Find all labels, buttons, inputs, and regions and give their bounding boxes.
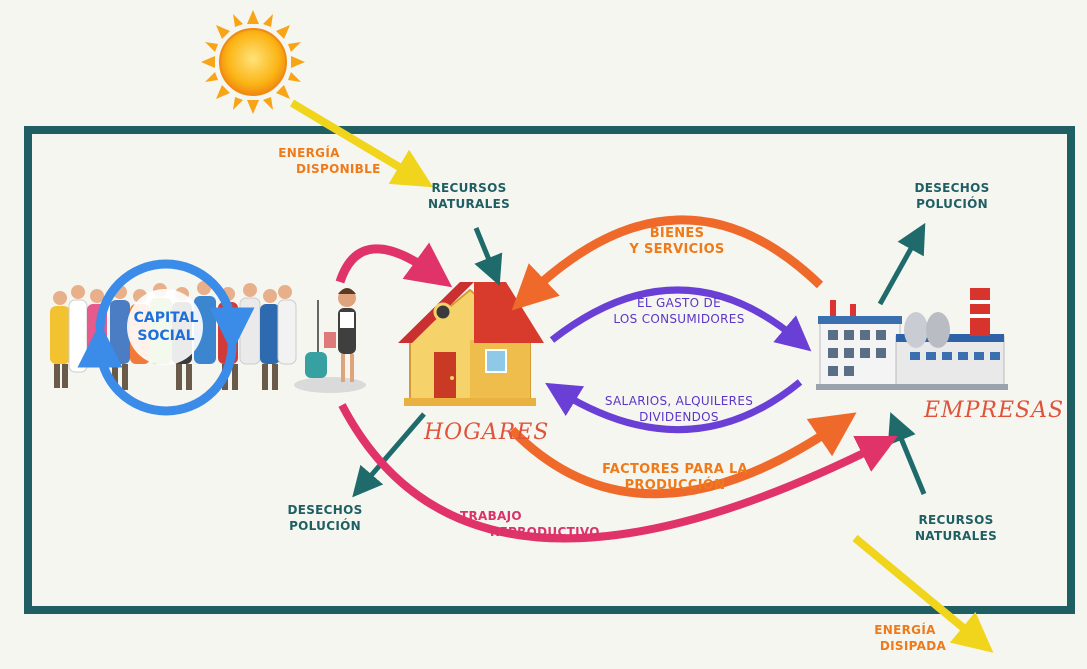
bienes-line1: BIENES xyxy=(649,226,705,241)
salarios-label: SALARIOS, ALQUILERES DIVIDENDOS xyxy=(584,393,774,425)
energia-disipada-line1: ENERGÍA xyxy=(874,623,936,637)
trabajo-line1: TRABAJO xyxy=(460,509,522,523)
trabajo-line2: REPRODUCTIVO xyxy=(490,525,600,539)
empresas-to-desechos-arrow xyxy=(877,222,926,306)
factory-icon xyxy=(816,288,1008,390)
gasto-line1: EL GASTO DE xyxy=(637,296,721,310)
desechos-bottom-line1: DESECHOS xyxy=(287,503,363,517)
recursos-bottom-line1: RECURSOS xyxy=(918,513,994,527)
recursos-top-line1: RECURSOS xyxy=(431,181,507,195)
desechos-top-line2: POLUCIÓN xyxy=(916,197,988,211)
gasto-consumidores-arrow xyxy=(549,286,812,352)
salarios-line2: DIVIDENDOS xyxy=(639,410,719,424)
salarios-arrow xyxy=(545,379,803,434)
capital-cycle-arrow-bottom xyxy=(77,322,237,416)
recursos-naturales-bottom-label: RECURSOS NATURALES xyxy=(904,512,1008,544)
recursos-to-hogares-arrow xyxy=(473,227,503,286)
energia-disponible-line1: ENERGÍA xyxy=(278,146,340,160)
capital-cycle-arrow-top xyxy=(95,259,255,353)
energia-disipada-line2: DISIPADA xyxy=(879,639,947,653)
sun-icon xyxy=(201,10,305,114)
salarios-line1: SALARIOS, ALQUILERES xyxy=(604,394,754,408)
bienes-line2: Y SERVICIOS xyxy=(629,242,725,257)
recursos-top-line2: NATURALES xyxy=(427,197,511,211)
factores-produccion-arrow xyxy=(508,412,857,499)
factores-line2: PRODUCCIÓN xyxy=(624,478,726,493)
housework-person-icon xyxy=(294,288,366,393)
empresas-title: EMPRESAS xyxy=(924,398,1065,423)
energy-out-arrow xyxy=(852,534,994,653)
hogares-title: HOGARES xyxy=(424,420,550,445)
bienes-servicios-arrow xyxy=(511,215,824,311)
energia-disponible-line2: DISPONIBLE xyxy=(296,162,381,176)
capital-line1: CAPITAL xyxy=(133,310,199,326)
desechos-bottom-line2: POLUCIÓN xyxy=(289,519,361,533)
system-boundary-frame xyxy=(24,126,1075,614)
capital-social-badge xyxy=(127,289,203,365)
desechos-top-label: DESECHOS POLUCIÓN xyxy=(910,180,994,212)
housework-to-hogares-arrow xyxy=(335,242,453,288)
capital-line2: SOCIAL xyxy=(137,328,195,344)
energy-in-arrow xyxy=(289,99,434,188)
recursos-bottom-line2: NATURALES xyxy=(914,529,998,543)
trabajo-reproductivo-label: TRABAJO REPRODUCTIVO xyxy=(444,508,604,540)
capital-social-label: CAPITAL SOCIAL xyxy=(125,309,207,345)
factores-line1: FACTORES PARA LA xyxy=(602,462,748,477)
recursos-naturales-top-label: RECURSOS NATURALES xyxy=(414,180,524,212)
energia-disponible-label: ENERGÍA DISPONIBLE xyxy=(268,145,381,177)
factores-produccion-label: FACTORES PARA LA PRODUCCIÓN xyxy=(590,462,760,494)
gasto-consumidores-label: EL GASTO DE LOS CONSUMIDORES xyxy=(594,295,764,327)
desechos-top-line1: DESECHOS xyxy=(914,181,990,195)
house-icon xyxy=(398,282,544,406)
energia-disipada-label: ENERGÍA DISIPADA xyxy=(862,622,948,654)
bienes-servicios-label: BIENES Y SERVICIOS xyxy=(614,226,740,258)
recursos-to-empresas-arrow xyxy=(887,412,927,495)
trabajo-reproductivo-arrow xyxy=(338,403,898,543)
desechos-bottom-label: DESECHOS POLUCIÓN xyxy=(282,502,368,534)
gasto-line2: LOS CONSUMIDORES xyxy=(613,312,745,326)
hogares-to-desechos-arrow xyxy=(352,412,426,498)
